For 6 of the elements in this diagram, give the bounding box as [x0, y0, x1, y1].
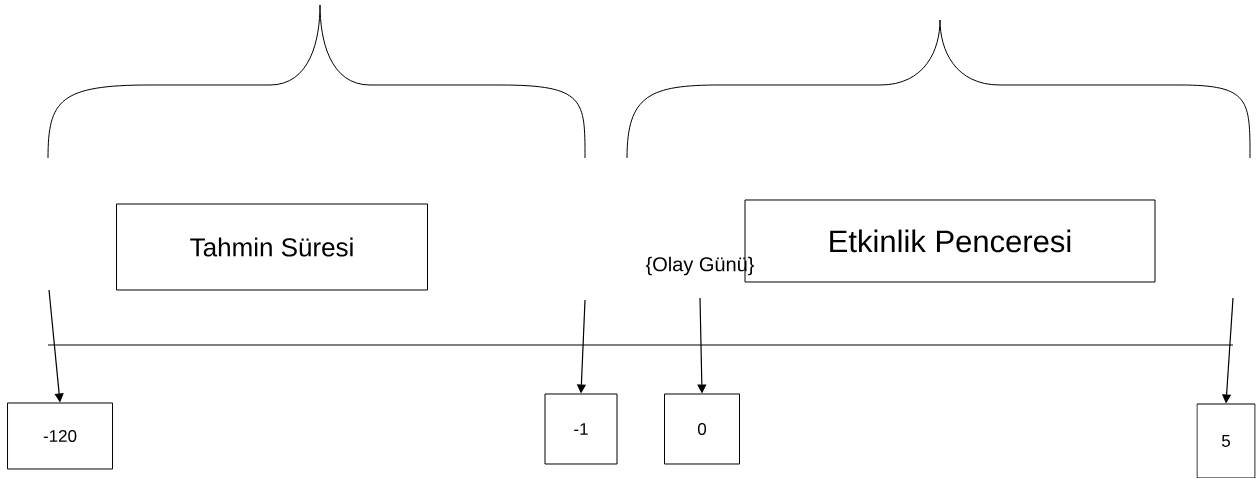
value-box: -1: [544, 393, 618, 465]
value-box: 5: [1196, 403, 1256, 478]
value-box: 0: [664, 393, 740, 465]
label-box: Tahmin Süresi: [116, 203, 428, 291]
day-label: {Olay Günü}: [645, 256, 755, 276]
value-box: -120: [7, 402, 113, 470]
